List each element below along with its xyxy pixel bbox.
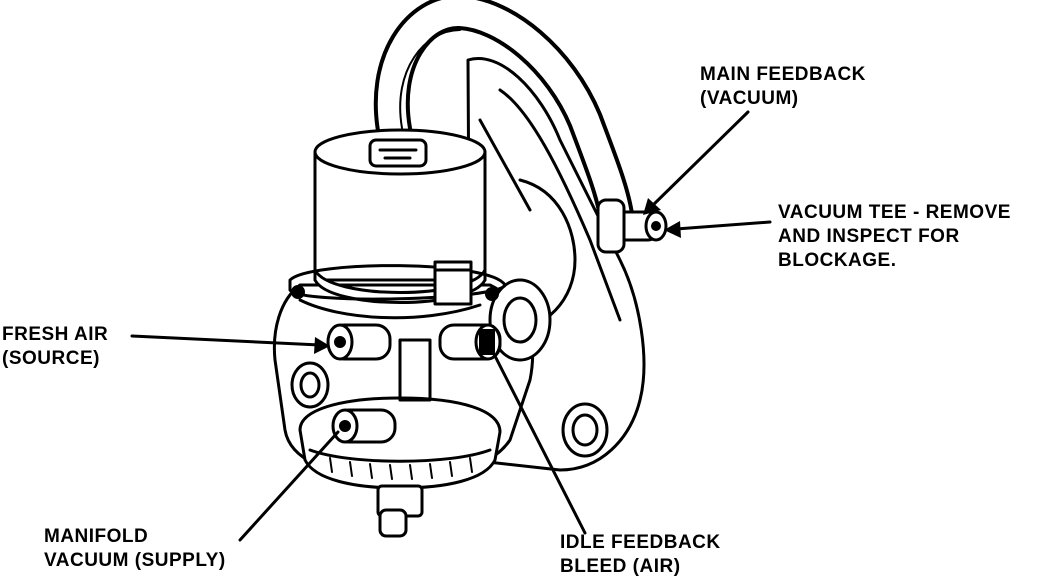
solenoid	[288, 128, 507, 306]
idle-feedback-line-1: IDLE FEEDBACK	[560, 532, 721, 553]
manifold-vacuum-line-2: VACUUM (SUPPLY)	[44, 550, 226, 571]
leader-lines	[130, 110, 772, 542]
fresh-air-line-2: (SOURCE)	[2, 348, 100, 369]
base-stem	[378, 508, 408, 538]
fresh-air-line-1: FRESH AIR	[2, 324, 108, 345]
ports	[326, 323, 502, 444]
main-feedback-line-2: (VACUUM)	[700, 88, 799, 109]
vacuum-tee	[596, 198, 668, 254]
label-manifold-vacuum: MANIFOLD VACUUM (SUPPLY)	[44, 526, 226, 571]
fresh-air-arrowhead	[314, 337, 330, 354]
label-fresh-air: FRESH AIR (SOURCE)	[2, 324, 108, 369]
label-idle-feedback: IDLE FEEDBACK BLEED (AIR)	[560, 532, 721, 577]
vacuum-tee-leader	[674, 220, 772, 231]
vacuum-hose	[373, 0, 634, 233]
electrical-connector	[433, 260, 473, 306]
vacuum-tee-line-3: BLOCKAGE.	[778, 250, 897, 271]
idle-feedback-line-2: BLEED (AIR)	[560, 556, 681, 576]
vacuum-tee-arrowhead	[664, 221, 681, 238]
label-main-feedback: MAIN FEEDBACK (VACUUM)	[700, 64, 866, 109]
bracket-bolt-hole	[561, 402, 609, 458]
label-vacuum-tee: VACUUM TEE - REMOVE AND INSPECT FOR BLOC…	[778, 202, 1011, 271]
main-feedback-arrowhead	[643, 198, 661, 215]
main-feedback-leader	[648, 110, 750, 210]
manifold-vacuum-leader	[238, 430, 340, 542]
vacuum-tee-line-2: AND INSPECT FOR	[778, 226, 960, 247]
fresh-air-leader	[130, 334, 322, 347]
manifold-vacuum-line-1: MANIFOLD	[44, 526, 148, 547]
housing-bolt-hole	[290, 361, 330, 409]
side-port-boss	[488, 278, 552, 362]
vacuum-tee-line-1: VACUUM TEE - REMOVE	[778, 202, 1011, 223]
idle-feedback-leader	[492, 352, 587, 535]
diaphragm-base	[298, 396, 502, 538]
main-feedback-line-1: MAIN FEEDBACK	[700, 64, 866, 85]
